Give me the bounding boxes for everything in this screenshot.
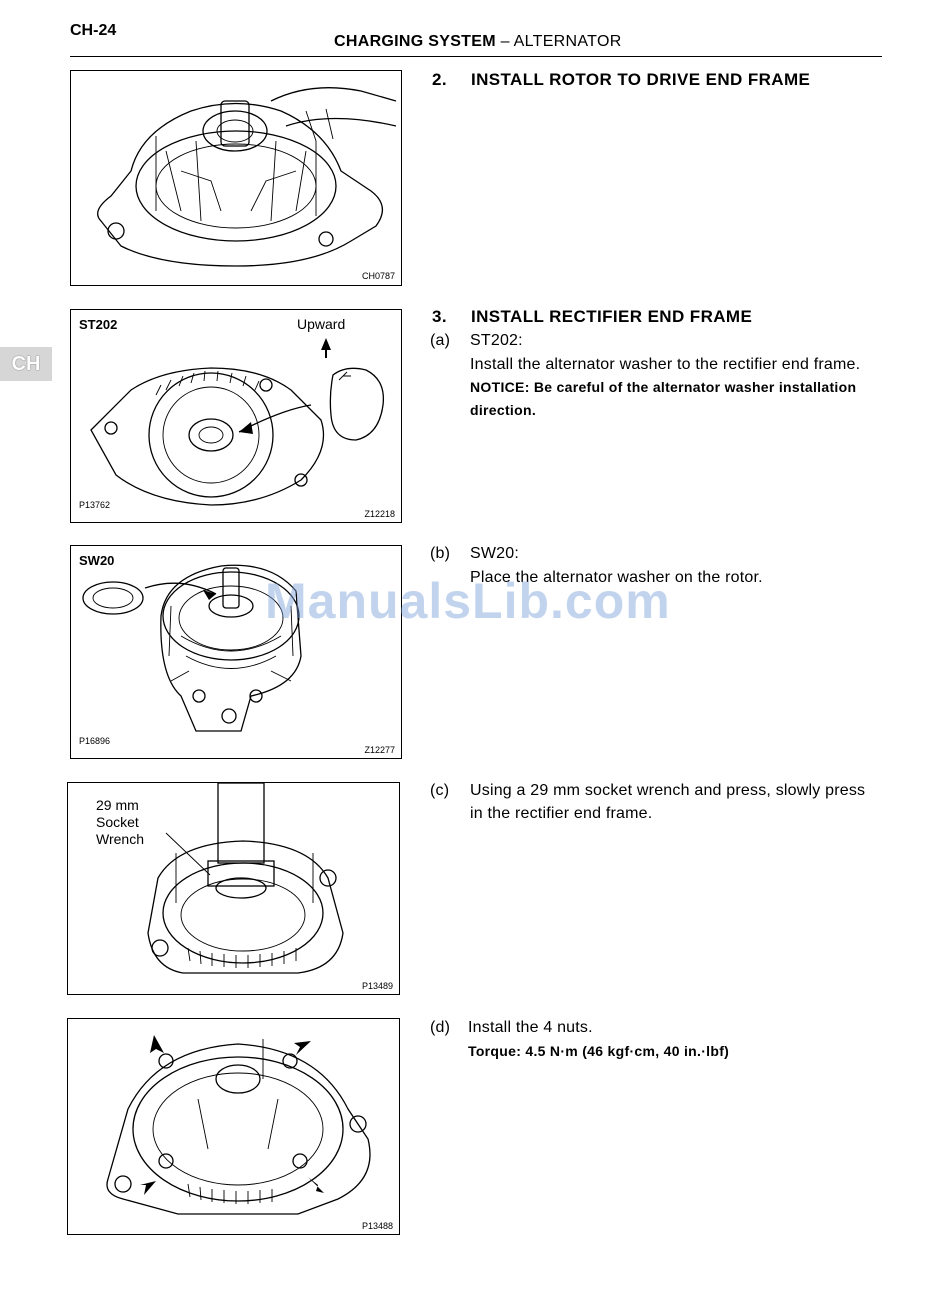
figure-st202-washer: ST202 Upward P13762 Z12218 (70, 309, 402, 523)
socket-wrench-label: 29 mm Socket Wrench (96, 797, 144, 848)
substep-a-notice: NOTICE: Be careful of the alternator was… (470, 379, 857, 395)
section-title-main: CHARGING SYSTEM (334, 33, 496, 50)
step-2-title: INSTALL ROTOR TO DRIVE END FRAME (471, 70, 811, 89)
step-3-number: 3. (432, 307, 447, 326)
figure-sw20-washer: SW20 P16896 Z12277 (70, 545, 402, 759)
section-title: CHARGING SYSTEM – ALTERNATOR (334, 33, 622, 51)
substep-d-torque: Torque: 4.5 N·m (46 kgf·cm, 40 in.·lbf) (468, 1043, 730, 1059)
figure-code: CH0787 (361, 271, 395, 281)
step-3-title: INSTALL RECTIFIER END FRAME (471, 307, 753, 326)
header-rule (70, 56, 882, 57)
section-title-sub: ALTERNATOR (513, 33, 622, 50)
figure-label: SW20 (79, 553, 115, 568)
substep-a-notice-cont: direction. (470, 402, 537, 418)
watermark: ManualsLib.com (265, 573, 671, 629)
press-illustration (147, 783, 344, 974)
substep-c-mark: (c) (430, 782, 450, 799)
figure-code: P13488 (361, 1221, 393, 1231)
step-2-number: 2. (432, 70, 447, 89)
figure-ref: P16896 (79, 736, 111, 746)
figure-code: Z12218 (364, 509, 395, 519)
substep-b-text: Place the alternator washer on the rotor… (470, 569, 763, 586)
figure-label: ST202 (79, 317, 118, 332)
figure-code: Z12277 (364, 745, 395, 755)
rotor-illustration (97, 87, 397, 267)
substep-b-head: SW20: (470, 545, 520, 562)
figure-rotor-drive-end-frame: CH0787 (70, 70, 402, 286)
rotor-washer-illustration (82, 564, 302, 732)
figure-code: P13489 (361, 981, 393, 991)
substep-c-text: Using a 29 mm socket wrench and press, s… (470, 782, 866, 799)
rectifier-frame-illustration (90, 338, 385, 506)
note-line: 29 mm (96, 797, 139, 813)
figure-ref: P13762 (79, 500, 111, 510)
note-line: Wrench (96, 831, 144, 847)
substep-a-text: Install the alternator washer to the rec… (470, 356, 861, 373)
substep-d-mark: (d) (430, 1019, 451, 1036)
substep-a-mark: (a) (430, 332, 451, 349)
note-line: Socket (96, 814, 139, 830)
substep-b-mark: (b) (430, 545, 451, 562)
nuts-illustration (106, 1035, 371, 1215)
section-title-dash: – (495, 33, 514, 50)
substep-d-text: Install the 4 nuts. (468, 1019, 593, 1036)
substep-a-head: ST202: (470, 332, 523, 349)
substep-c-text-cont: in the rectifier end frame. (470, 805, 653, 822)
figure-socket-wrench-press: 29 mm Socket Wrench P13489 (67, 782, 400, 995)
figure-install-nuts: P13488 (67, 1018, 400, 1235)
page-number: CH-24 (70, 22, 117, 39)
chapter-tab: CH (0, 347, 52, 381)
upward-label: Upward (297, 316, 346, 332)
